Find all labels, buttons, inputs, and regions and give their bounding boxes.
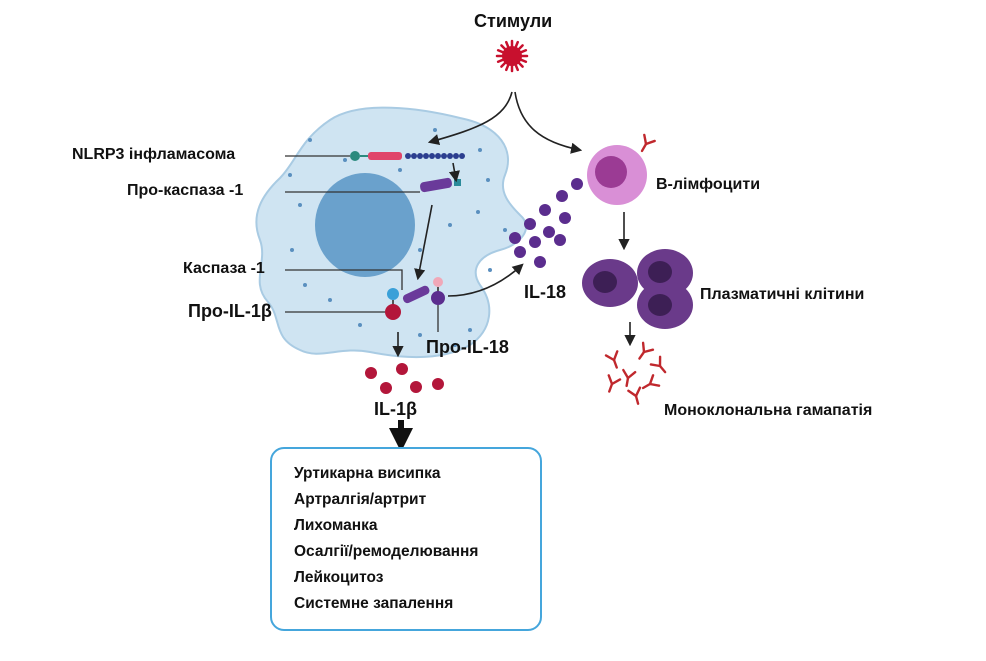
vesicle-dot bbox=[298, 203, 302, 207]
il1b-molecules bbox=[365, 363, 444, 394]
vesicle-dot bbox=[453, 343, 457, 347]
il18-molecule bbox=[524, 218, 536, 230]
label-pro-il18: Про-IL-18 bbox=[426, 337, 509, 357]
cell-vesicles bbox=[288, 128, 507, 347]
symptom-item: Осалгії/ремоделювання bbox=[294, 543, 479, 560]
label-plasma-cells: Плазматичні клітини bbox=[700, 286, 865, 303]
il1b-molecule bbox=[432, 378, 444, 390]
vesicle-dot bbox=[488, 268, 492, 272]
antibody-icon bbox=[640, 133, 656, 153]
vesicle-dot bbox=[303, 283, 307, 287]
label-caspase: Каспаза -1 bbox=[183, 260, 265, 277]
pro-caspase-icon bbox=[420, 177, 461, 193]
vesicle-dot bbox=[418, 333, 422, 337]
il18-molecule bbox=[556, 190, 568, 202]
label-il1b: IL-1β bbox=[374, 399, 417, 419]
vesicle-dot bbox=[290, 248, 294, 252]
plasma-cell-icon bbox=[582, 249, 693, 329]
vesicle-dot bbox=[476, 210, 480, 214]
symptom-item: Уртикарна висипка bbox=[294, 465, 441, 482]
vesicle-dot bbox=[308, 138, 312, 142]
antibody-icon bbox=[638, 341, 655, 360]
vesicle-dot bbox=[328, 298, 332, 302]
vesicle-dot bbox=[448, 223, 452, 227]
vesicle-dot bbox=[418, 248, 422, 252]
il1b-molecule bbox=[410, 381, 422, 393]
il18-molecule bbox=[539, 204, 551, 216]
pro-il1b-icon bbox=[385, 288, 401, 320]
antibody-icon bbox=[641, 374, 661, 390]
il18-molecule bbox=[509, 232, 521, 244]
vesicle-dot bbox=[288, 173, 292, 177]
vesicle-dot bbox=[358, 323, 362, 327]
symptom-item: Лейкоцитоз bbox=[294, 569, 384, 586]
symptoms-list: Уртикарна висипка Артралгія/артрит Лихом… bbox=[294, 461, 478, 617]
antibody-icon bbox=[649, 355, 667, 374]
vesicle-dot bbox=[433, 128, 437, 132]
antibody-icons bbox=[604, 133, 667, 405]
symptom-item: Системне запалення bbox=[294, 595, 454, 612]
il18-molecule bbox=[554, 234, 566, 246]
il1b-molecule bbox=[396, 363, 408, 375]
pathway-arrows bbox=[392, 91, 636, 358]
label-nlrp3-inflammasome: NLRP3 інфламасома bbox=[72, 146, 236, 163]
il18-molecule bbox=[514, 246, 526, 258]
antibody-icon bbox=[622, 368, 637, 388]
label-pro-caspase: Про-каспаза -1 bbox=[127, 182, 244, 199]
label-b-lymphocytes: В-лімфоцити bbox=[656, 176, 761, 193]
nlrp3-inflammasome-icon bbox=[350, 151, 465, 161]
pro-il18-icon bbox=[431, 277, 445, 305]
vesicle-dot bbox=[486, 178, 490, 182]
label-il18: IL-18 bbox=[524, 282, 567, 302]
antibody-icon bbox=[607, 374, 622, 393]
virus-icon bbox=[495, 39, 529, 73]
il1b-molecule bbox=[365, 367, 377, 379]
label-stimuli: Стимули bbox=[474, 11, 553, 31]
symptom-item: Артралгія/артрит bbox=[294, 491, 427, 508]
leader-lines bbox=[285, 155, 439, 332]
nucleus bbox=[315, 173, 415, 277]
il18-molecule bbox=[559, 212, 571, 224]
il18-molecules bbox=[509, 178, 583, 268]
vesicle-dot bbox=[343, 158, 347, 162]
vesicle-dot bbox=[398, 168, 402, 172]
vesicle-dot bbox=[478, 148, 482, 152]
symptoms-box: Уртикарна висипка Артралгія/артрит Лихом… bbox=[270, 447, 542, 631]
vesicle-dot bbox=[468, 328, 472, 332]
caspase-icon bbox=[402, 285, 430, 304]
vesicle-dot bbox=[503, 228, 507, 232]
label-monoclonal-gammopathy: Моноклональна гамапатія bbox=[664, 402, 873, 419]
il18-molecule bbox=[571, 178, 583, 190]
antibody-icon bbox=[627, 386, 642, 405]
il1b-molecule bbox=[380, 382, 392, 394]
antibody-icon bbox=[604, 350, 619, 369]
b-lymphocyte-icon bbox=[587, 145, 647, 205]
symptom-item: Лихоманка bbox=[294, 517, 378, 534]
il18-molecule bbox=[534, 256, 546, 268]
il18-molecule bbox=[529, 236, 541, 248]
label-pro-il1b: Про-IL-1β bbox=[188, 301, 272, 321]
il18-molecule bbox=[543, 226, 555, 238]
